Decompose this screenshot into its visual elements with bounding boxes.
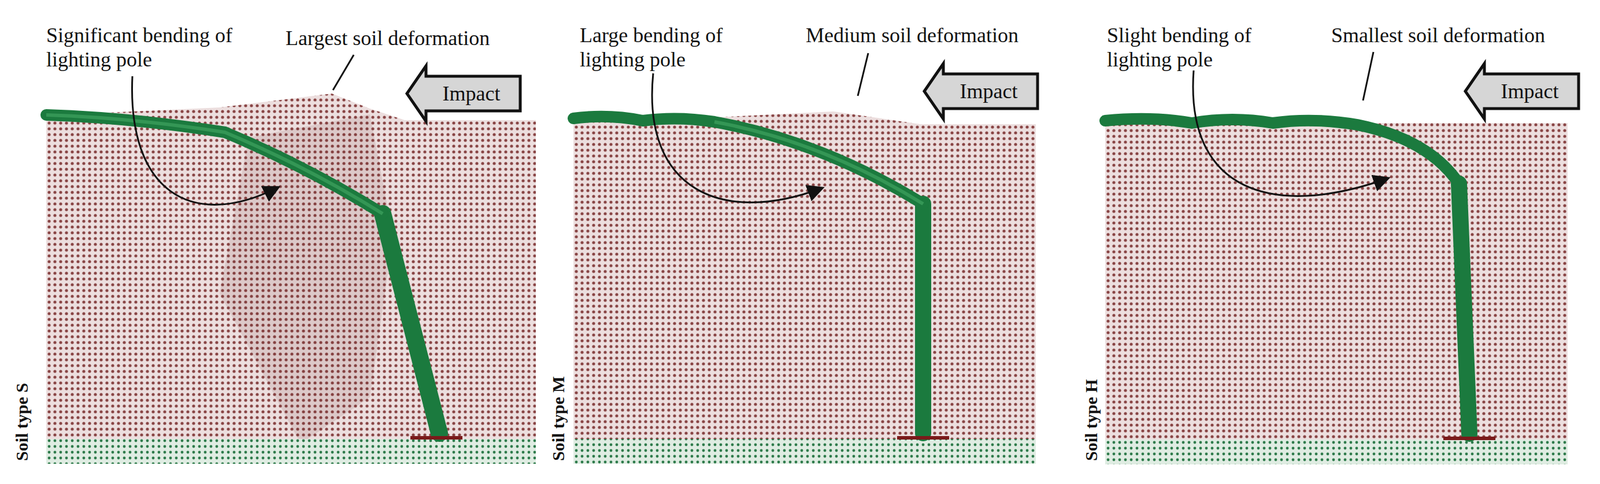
panel-soft-soil — [46, 93, 536, 465]
impact-arrow: Impact — [923, 62, 1039, 121]
panel-title: Soil type M — [547, 376, 569, 462]
arrow-label: Impact — [1501, 79, 1559, 104]
annotation-label: Smallest soil deformation — [1331, 23, 1546, 48]
annotation-label: Large bending of lighting pole — [579, 23, 765, 72]
arrow-label: Impact — [960, 79, 1018, 104]
annotation-label: Largest soil deformation — [285, 26, 490, 51]
panel-title: Soil type H — [1080, 379, 1102, 462]
annotation-label: Medium soil deformation — [805, 23, 1019, 48]
panel-medium-soil — [573, 111, 1036, 465]
panel-hard-soil — [1105, 119, 1568, 465]
annotation-label: Significant bending of lighting pole — [46, 23, 278, 72]
leader-arrows — [131, 52, 1388, 205]
panel-title: Soil type S — [11, 383, 33, 462]
arrow-label: Impact — [442, 81, 501, 106]
impact-arrow: Impact — [405, 64, 522, 123]
impact-arrow: Impact — [1464, 62, 1580, 121]
annotation-label: Slight bending of lighting pole — [1106, 23, 1292, 72]
